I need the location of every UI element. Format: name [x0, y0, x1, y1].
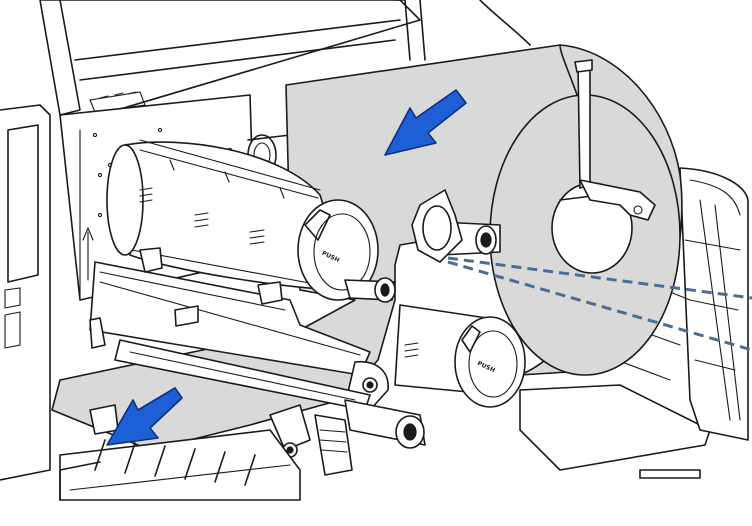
- media-supply-roll: [489, 44, 683, 376]
- upper-roller-cap: [297, 199, 379, 301]
- roller-grip-marks: [139, 159, 285, 245]
- lower-roller-cap: [454, 316, 526, 408]
- lower-ribbon-roller: PUSH: [394, 304, 526, 408]
- tear-bar-comb: [59, 404, 301, 501]
- printhead-assembly: [89, 247, 426, 476]
- callout-dashed-lines: [447, 256, 752, 352]
- roll-retainer-arm: [577, 62, 591, 189]
- feed-direction-arrow-bottom: [106, 387, 183, 446]
- feed-direction-arrow-top: [384, 89, 467, 156]
- supply-spindle-knob: [411, 189, 501, 263]
- upper-ribbon-roller: PUSH: [106, 139, 396, 303]
